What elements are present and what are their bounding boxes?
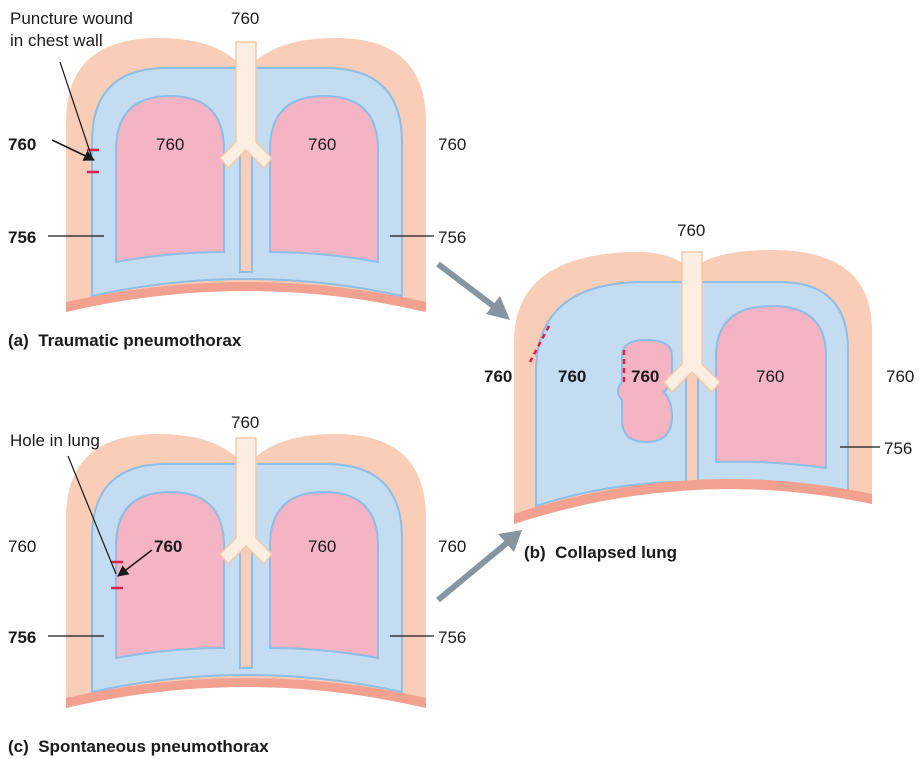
left-lung-pressure: 760 xyxy=(156,135,184,154)
pleural-pressure-right: 756 xyxy=(438,228,466,247)
atmospheric-pressure: 760 xyxy=(231,9,259,28)
panel-caption: (c) Spontaneous pneumothorax xyxy=(8,737,269,756)
outside-pressure-left: 760 xyxy=(484,367,512,386)
left-lung xyxy=(116,492,224,658)
panel-caption: (b) Collapsed lung xyxy=(524,543,677,562)
outside-pressure-right: 760 xyxy=(438,135,466,154)
atmospheric-pressure: 760 xyxy=(677,221,705,240)
right-lung xyxy=(270,96,378,262)
outside-pressure-right: 760 xyxy=(438,537,466,556)
panel-a: Puncture wound in chest wall 760 760 760… xyxy=(8,9,466,350)
intrapleural-pressure-left: 760 xyxy=(8,135,36,154)
right-lung-pressure: 760 xyxy=(308,135,336,154)
annotation-line1: Puncture wound xyxy=(10,9,133,28)
annotation-line2: in chest wall xyxy=(10,31,103,50)
outside-pressure-right: 760 xyxy=(886,367,914,386)
right-lung-pressure: 760 xyxy=(756,367,784,386)
pleural-pressure-right: 756 xyxy=(884,439,912,458)
arrow-right-icon xyxy=(438,264,510,320)
panel-c: Hole in lung 760 760 760 760 760 756 756… xyxy=(8,413,466,756)
right-lung xyxy=(270,492,378,658)
pleural-pressure-left: 756 xyxy=(8,628,36,647)
atmospheric-pressure: 760 xyxy=(231,413,259,432)
outside-pressure-left: 760 xyxy=(8,537,36,556)
pleural-pressure-collapsed: 760 xyxy=(558,367,586,386)
pleural-pressure-right: 756 xyxy=(438,628,466,647)
right-lung xyxy=(716,306,826,468)
left-lung-pressure: 760 xyxy=(154,537,182,556)
collapsed-lung xyxy=(618,340,672,442)
annotation-label: Hole in lung xyxy=(10,431,100,450)
panel-b: 760 760 760 760 760 760 756 (b) Collapse… xyxy=(484,221,914,562)
pleural-pressure-left: 756 xyxy=(8,228,36,247)
panel-caption: (a) Traumatic pneumothorax xyxy=(8,331,242,350)
left-lung xyxy=(116,96,224,262)
collapsed-lung-pressure: 760 xyxy=(631,367,659,386)
right-lung-pressure: 760 xyxy=(308,537,336,556)
